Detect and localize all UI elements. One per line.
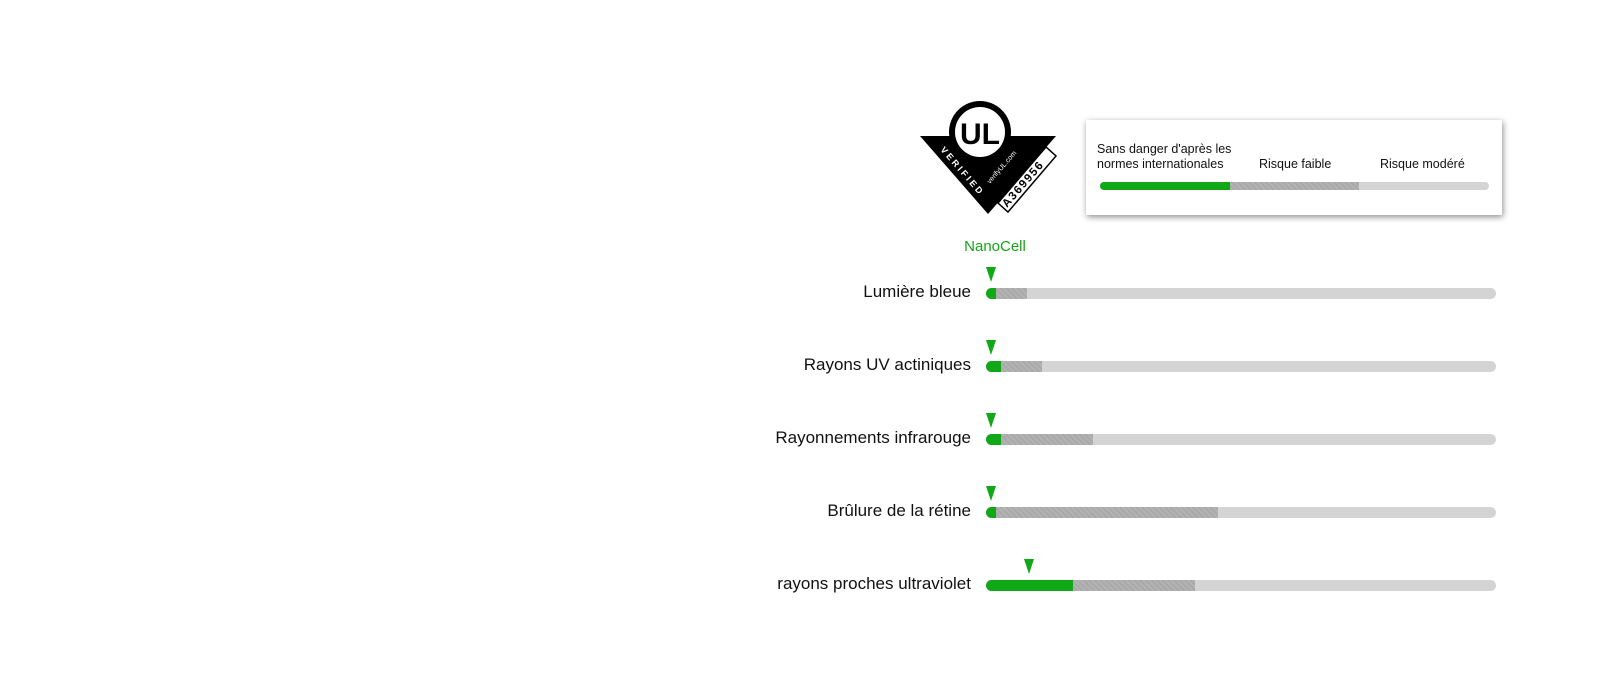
legend-safe-label: Sans danger d'après les normes internati…: [1097, 142, 1232, 171]
low-risk-bar: [1001, 361, 1043, 372]
safe-bar: [986, 361, 1002, 372]
legend-low-risk-label: Risque faible: [1259, 157, 1332, 171]
low-risk-bar: [1072, 580, 1196, 591]
risk-track: [986, 434, 1496, 445]
safe-bar: [986, 580, 1073, 591]
nanocell-marker: [1024, 559, 1035, 574]
nanocell-marker: [986, 267, 997, 282]
safe-bar: [986, 434, 1002, 445]
risk-track: [986, 580, 1496, 591]
nanocell-marker: [986, 486, 997, 501]
series-name-label: NanoCell: [964, 238, 1026, 255]
low-risk-bar: [1001, 434, 1094, 445]
low-risk-bar: [996, 507, 1219, 518]
category-label: Rayons UV actiniques: [803, 355, 971, 374]
category-label: Brûlure de la rétine: [827, 501, 971, 520]
legend-safe-segment: [1100, 182, 1230, 190]
nanocell-marker: [986, 413, 997, 428]
legend-low-segment: [1229, 182, 1360, 190]
category-label: rayons proches ultraviolet: [777, 574, 971, 593]
risk-track: [986, 507, 1496, 518]
legend-scale-bar: [1100, 182, 1489, 190]
category-label: Rayonnements infrarouge: [775, 428, 971, 447]
risk-legend: Sans danger d'après les normes internati…: [1086, 120, 1502, 215]
safe-bar: [986, 507, 997, 518]
risk-track: [986, 288, 1496, 299]
ul-logo-text: UL: [960, 118, 1000, 151]
legend-moderate-risk-label: Risque modéré: [1380, 157, 1465, 171]
safe-bar: [986, 288, 997, 299]
category-label: Lumière bleue: [863, 282, 971, 301]
risk-track: [986, 361, 1496, 372]
low-risk-bar: [996, 288, 1027, 299]
nanocell-marker: [986, 340, 997, 355]
ul-verified-badge: UL VERIFIED verifyUL.com A369956: [920, 101, 1058, 214]
